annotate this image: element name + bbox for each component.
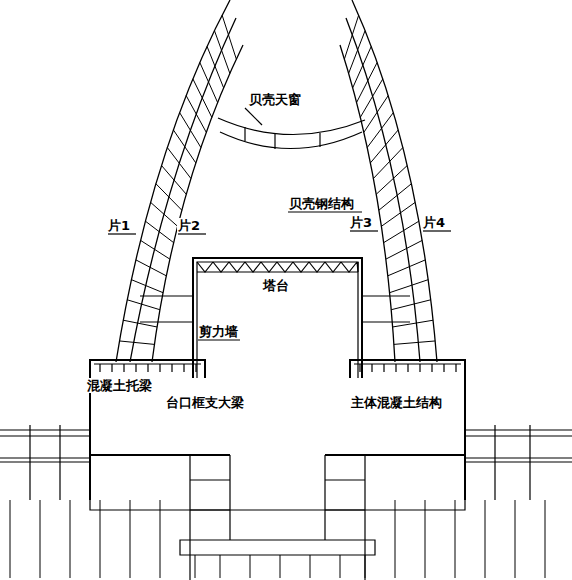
platform-left <box>0 425 90 500</box>
truss-web <box>197 262 358 272</box>
bracket <box>140 321 193 322</box>
platform-right <box>465 425 572 500</box>
underline <box>108 233 136 234</box>
core-right <box>325 455 365 580</box>
part-label: 塔台 <box>262 278 290 293</box>
underline <box>350 230 378 231</box>
core-left <box>190 455 230 580</box>
shell-rungs <box>120 15 436 344</box>
bracket <box>362 295 410 296</box>
tower-frame <box>193 258 362 378</box>
shell-outer-left-b <box>130 18 236 362</box>
underline <box>288 211 362 212</box>
shell-outer-left <box>116 0 230 362</box>
pile-cap-center <box>180 540 375 555</box>
underline <box>178 233 206 234</box>
beam-ticks <box>100 364 456 372</box>
floor-slab <box>325 454 465 456</box>
part-label: 剪力墙 <box>198 324 239 339</box>
concrete-right <box>350 360 465 500</box>
part-label: 主体混凝土结构 <box>350 395 443 410</box>
leader-line <box>198 339 240 340</box>
shell-outer-right-b <box>346 18 420 362</box>
part-label: 贝壳钢结构 <box>288 196 355 211</box>
skylight-bottom <box>220 132 362 149</box>
underline <box>423 230 451 231</box>
part-label: 片4 <box>422 215 446 230</box>
leader-line <box>245 108 262 125</box>
piles <box>10 500 545 578</box>
part-label: 片2 <box>177 218 201 233</box>
skylight-post <box>319 133 320 147</box>
floor-slab <box>90 454 230 456</box>
tower-frame-inner <box>197 262 358 378</box>
part-label: 台口框支大梁 <box>165 395 245 410</box>
skylight-top <box>218 118 365 135</box>
skylight-post <box>244 127 245 141</box>
part-label: 贝壳天窗 <box>248 92 302 107</box>
part-label: 混凝土托梁 <box>86 378 153 393</box>
part-label: 片3 <box>349 215 373 230</box>
pile-cap <box>90 500 465 510</box>
bracket <box>140 295 193 296</box>
skylight-post <box>274 134 275 149</box>
part-label: 片1 <box>107 218 131 233</box>
bracket <box>362 321 410 322</box>
